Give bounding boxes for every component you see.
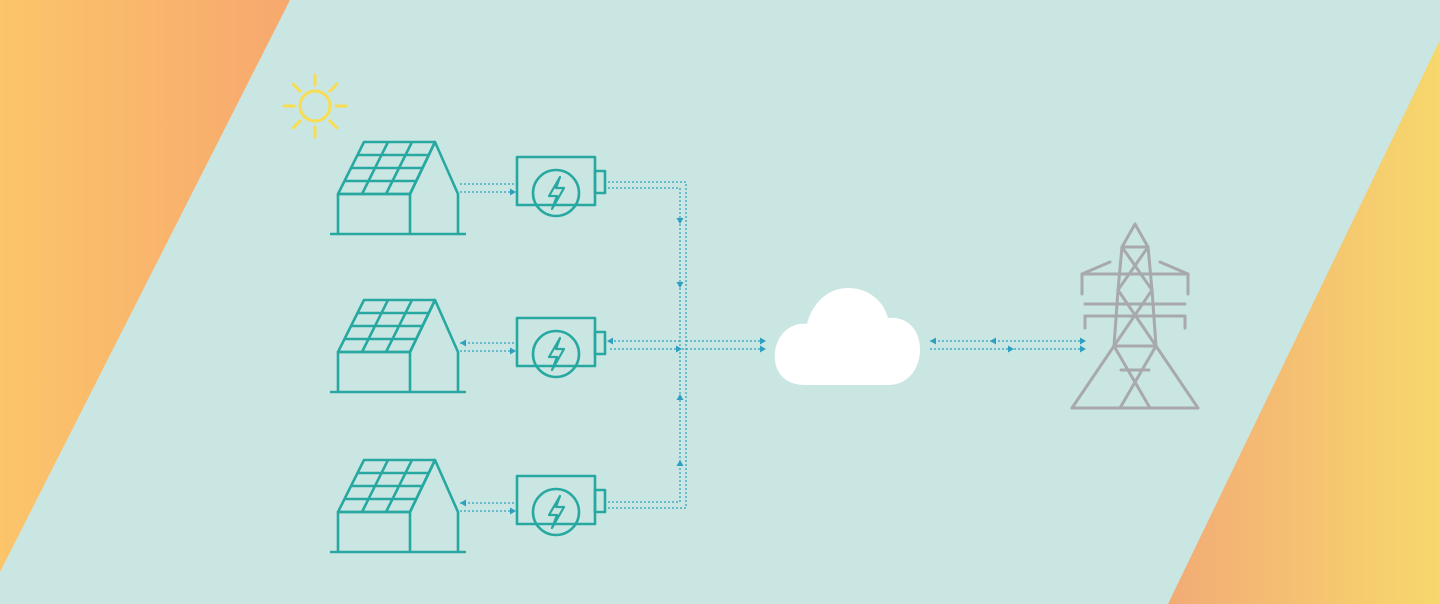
battery-bolt-icon bbox=[515, 155, 607, 218]
power-pylon-icon bbox=[1070, 222, 1200, 410]
solar-house-icon bbox=[330, 298, 466, 394]
energy-flow-lines bbox=[460, 181, 1086, 512]
cloud-icon bbox=[774, 287, 920, 385]
solar-house-icon bbox=[330, 140, 466, 236]
battery-bolt-icon bbox=[515, 474, 607, 537]
solar-house-icon bbox=[330, 458, 466, 554]
sun-icon bbox=[282, 73, 348, 139]
flow-arrows bbox=[460, 188, 1086, 515]
battery-bolt-icon bbox=[515, 316, 607, 379]
